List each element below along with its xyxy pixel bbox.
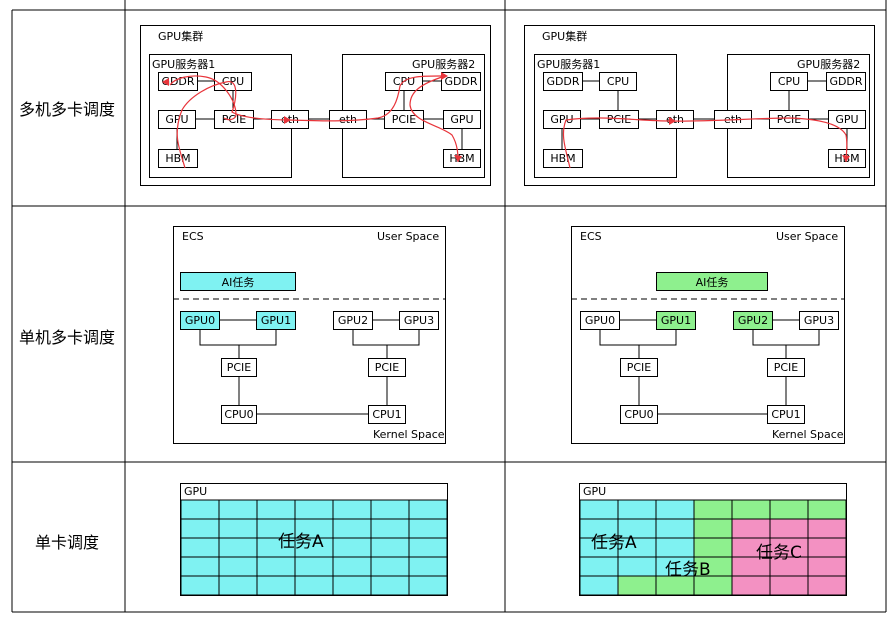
gpu1-box: GPU1 [656,311,696,330]
ecs-title: ECS [182,230,204,243]
cpu1-box: CPU1 [767,405,805,424]
cpu0-box: CPU0 [221,405,257,424]
gpu0-box: GPU0 [580,311,620,330]
cpu-box: CPU [599,72,637,91]
eth-box: eth [656,110,694,129]
ai-task-box: AI任务 [180,272,296,291]
eth-box: eth [329,110,367,129]
pcie-box: PCIE [221,358,257,377]
task-a-label: 任务A [278,532,324,552]
kernel-space-label: Kernel Space [373,428,445,441]
kernel-space-label: Kernel Space [772,428,844,441]
pcie-box: PCIE [368,358,406,377]
task-b-label: 任务B [665,560,711,580]
pcie-box: PCIE [769,110,809,129]
hbm-box: HBM [443,149,481,168]
gpu3-box: GPU3 [399,311,439,330]
server2-label-right: GPU服务器2 [797,58,861,71]
cpu0-box: CPU0 [620,405,658,424]
cluster-frame-right [524,25,875,186]
server1-label-left: GPU服务器1 [152,58,216,71]
eth-box: eth [714,110,752,129]
gpu-box: GPU [158,110,196,129]
row-label-single-machine: 单机多卡调度 [18,328,115,347]
ecs-frame-right [571,226,845,444]
gpu1-box: GPU1 [256,311,296,330]
server2-label-left: GPU服务器2 [412,58,476,71]
gpu3-box: GPU3 [799,311,839,330]
gddr-box: GDDR [158,72,198,91]
gpu-box: GPU [828,110,866,129]
pcie-box: PCIE [767,358,805,377]
cpu-box: CPU [214,72,252,91]
gpu-box: GPU [543,110,581,129]
row-label-single-card: 单卡调度 [34,533,99,552]
gpu2-box: GPU2 [733,311,773,330]
gpu-box: GPU [443,110,481,129]
gddr-box: GDDR [441,72,481,91]
gpu0-box: GPU0 [180,311,220,330]
cpu-box: CPU [770,72,808,91]
gpu-card-title: GPU [583,485,607,498]
cpu1-box: CPU1 [368,405,406,424]
gpu2-box: GPU2 [333,311,373,330]
ecs-frame-left [173,226,446,444]
cpu-box: CPU [385,72,423,91]
ecs-title: ECS [580,230,602,243]
cluster-title-left: GPU集群 [158,30,204,43]
cluster-title-right: GPU集群 [542,30,588,43]
row-label-multi-machine: 多机多卡调度 [18,100,115,119]
ai-task-box: AI任务 [656,272,768,291]
pcie-box: PCIE [384,110,424,129]
user-space-label: User Space [776,230,839,243]
hbm-box: HBM [158,149,198,168]
pcie-box: PCIE [599,110,639,129]
hbm-box: HBM [828,149,866,168]
user-space-label: User Space [377,230,440,243]
gddr-box: GDDR [826,72,866,91]
task-c-label: 任务C [756,543,802,563]
task-a-label: 任务A [591,533,637,553]
gddr-box: GDDR [543,72,583,91]
hbm-box: HBM [543,149,583,168]
pcie-box: PCIE [620,358,658,377]
server1-label-right: GPU服务器1 [537,58,601,71]
eth-box: eth [271,110,309,129]
pcie-box: PCIE [214,110,254,129]
cluster-frame-left [140,25,491,186]
gpu-card-title: GPU [184,485,208,498]
